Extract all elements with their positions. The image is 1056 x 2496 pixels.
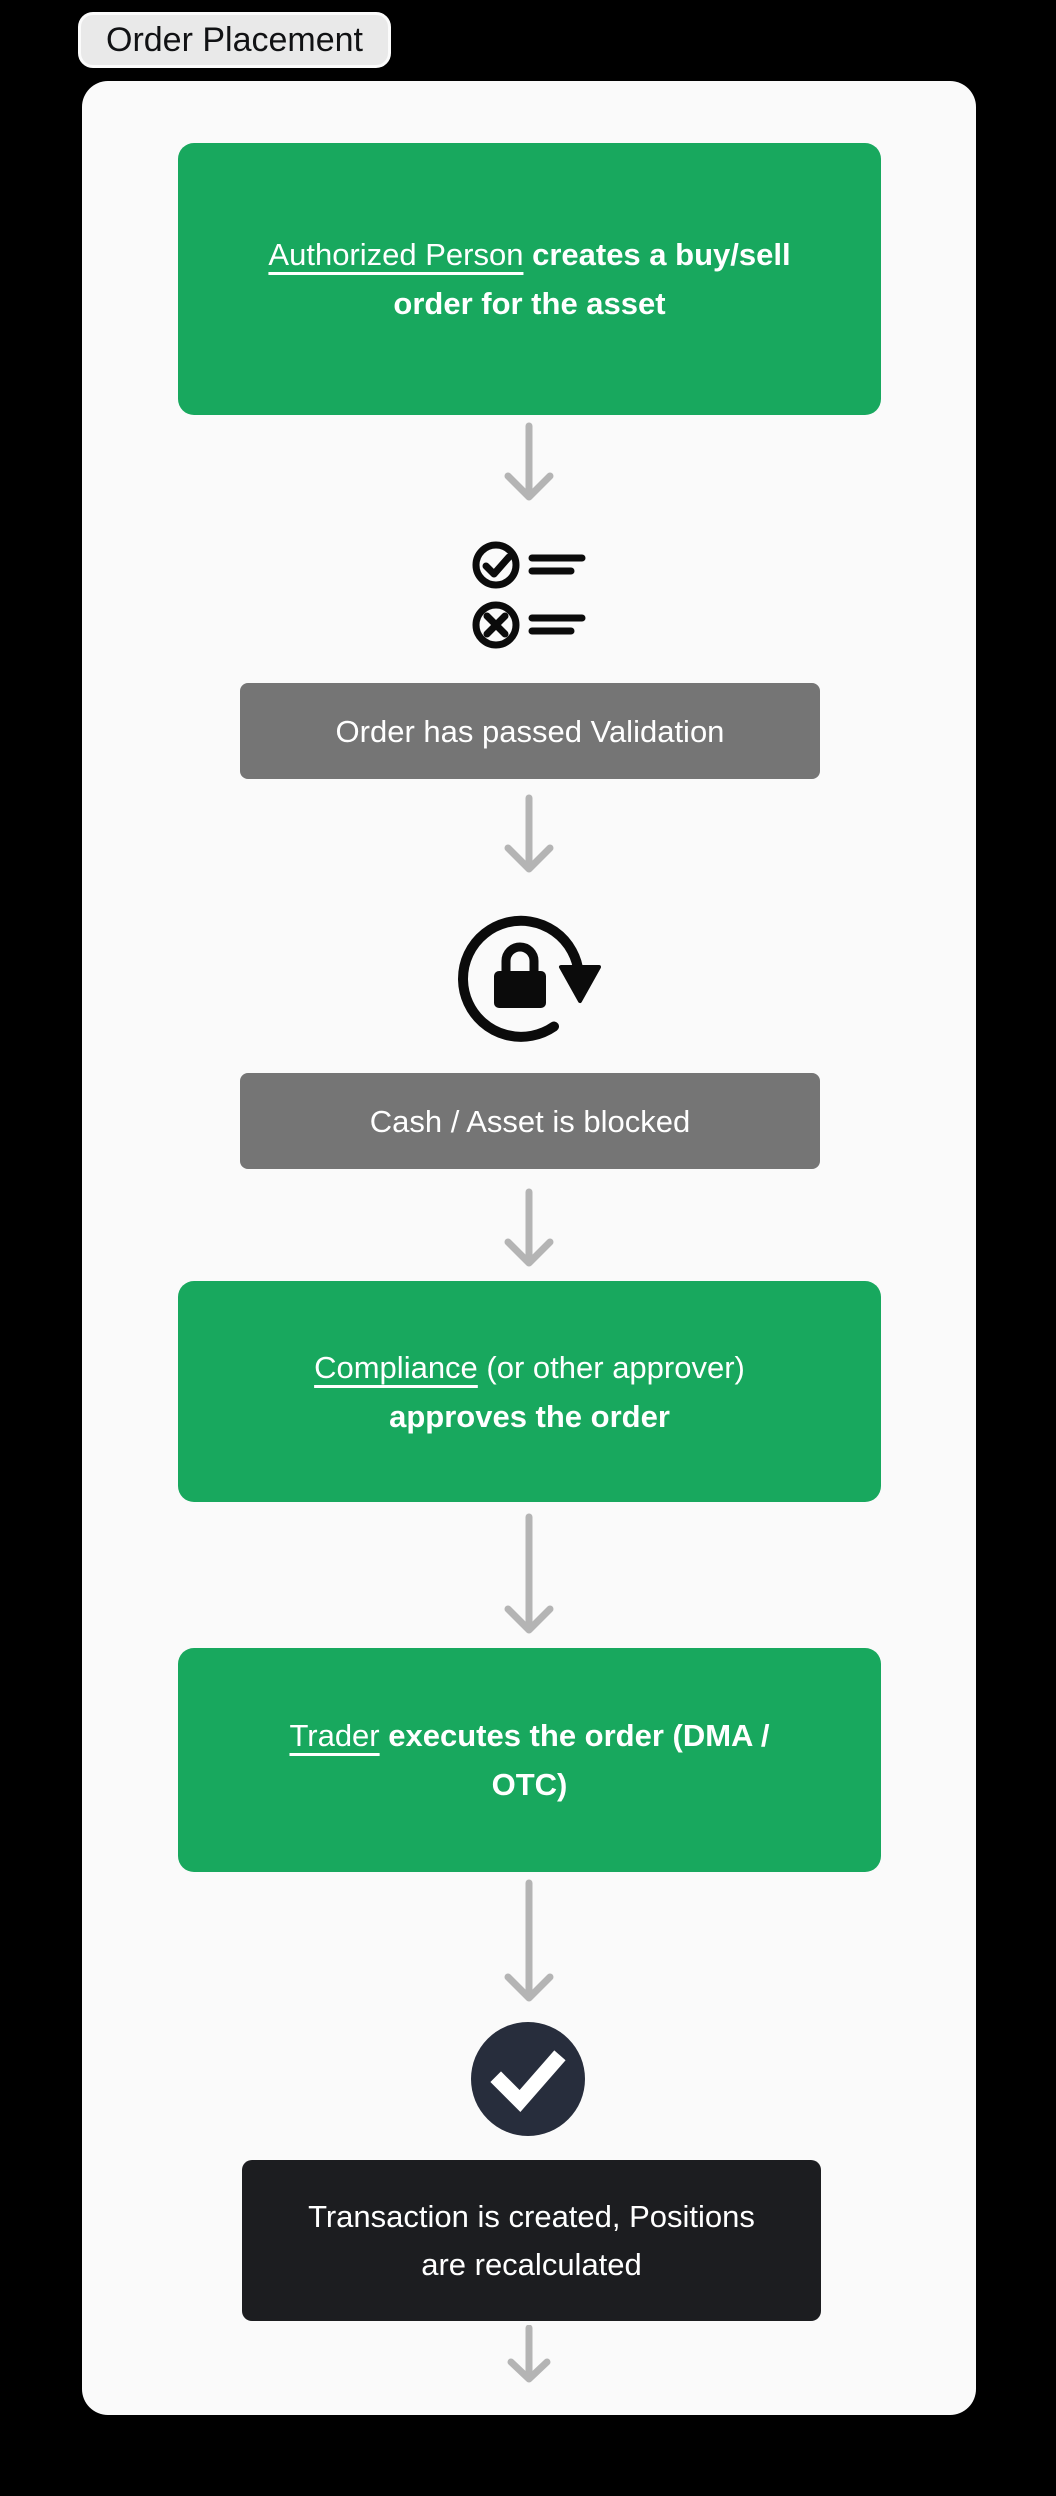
node-text-segment: (or other approver) bbox=[477, 1349, 745, 1385]
down-arrow-icon bbox=[504, 794, 554, 873]
node-text-line: Cash / Asset is blocked bbox=[369, 1103, 691, 1139]
section-tab-label: Order Placement bbox=[106, 20, 363, 59]
down-arrow-icon bbox=[507, 2325, 551, 2383]
down-arrow-icon bbox=[504, 422, 554, 501]
validation-checklist-icon bbox=[472, 541, 586, 649]
flow-node-create-order: Authorized Person creates a buy/sell ord… bbox=[178, 143, 881, 415]
node-text-segment: executes the order (DMA / bbox=[379, 1718, 770, 1753]
flow-node-cash-asset-blocked: Cash / Asset is blocked bbox=[240, 1073, 820, 1169]
node-text-line: Trader executes the order (DMA / bbox=[289, 1711, 769, 1760]
down-arrow-icon bbox=[504, 1188, 554, 1267]
node-text-line: Transaction is created, Positions bbox=[308, 2198, 755, 2234]
node-text-line: OTC) bbox=[491, 1767, 568, 1802]
node-text-line: are recalculated bbox=[421, 2246, 642, 2282]
flow-card: Authorized Person creates a buy/sell ord… bbox=[82, 81, 976, 2415]
node-text-line: approves the order bbox=[389, 1398, 670, 1434]
section-tab-order-placement[interactable]: Order Placement bbox=[78, 12, 391, 68]
node-text-line: Compliance (or other approver) bbox=[314, 1343, 745, 1392]
node-text-line: Authorized Person creates a buy/sell bbox=[268, 230, 790, 279]
down-arrow-icon bbox=[504, 1513, 554, 1634]
node-text-segment: creates a buy/sell bbox=[523, 237, 791, 272]
success-check-icon bbox=[471, 2022, 585, 2136]
flow-node-transaction-created: Transaction is created, Positions are re… bbox=[242, 2160, 821, 2321]
node-text-line: Order has passed Validation bbox=[335, 713, 725, 749]
link-trader[interactable]: Trader bbox=[289, 1718, 380, 1753]
flow-node-execute-order: Trader executes the order (DMA / OTC) bbox=[178, 1648, 881, 1872]
down-arrow-icon bbox=[504, 1879, 554, 2002]
link-authorized-person[interactable]: Authorized Person bbox=[268, 237, 524, 272]
flow-node-validation-passed: Order has passed Validation bbox=[240, 683, 820, 779]
link-compliance[interactable]: Compliance bbox=[314, 1349, 478, 1385]
node-text-line: order for the asset bbox=[393, 286, 666, 321]
flow-node-approve-order: Compliance (or other approver) approves … bbox=[178, 1281, 881, 1502]
lock-rotate-icon bbox=[458, 915, 601, 1042]
